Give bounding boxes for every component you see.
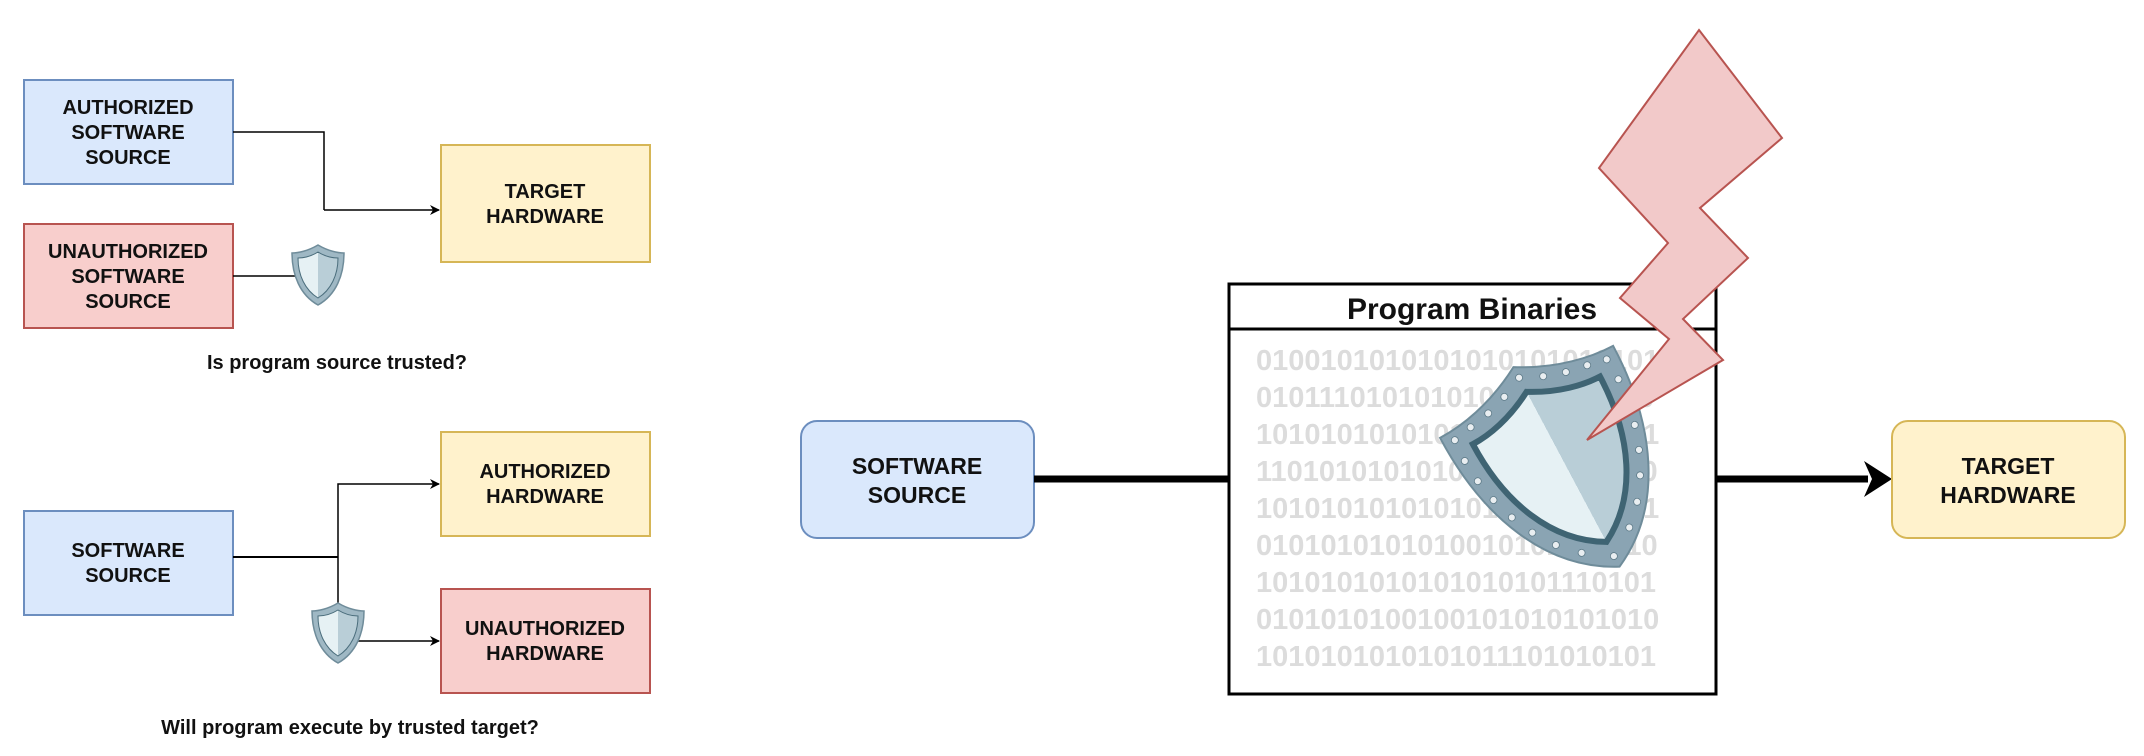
lightning-bolt-icon [1586,28,1784,441]
authorized-hardware-line-1: AUTHORIZED [479,461,610,483]
bottom-source-line-2: SOURCE [85,565,171,587]
authorized-software-source-box: AUTHORIZED SOFTWARE SOURCE [23,79,234,185]
unauthorized-hardware-line-1: UNAUTHORIZED [465,618,625,640]
authorized-source-line-2: SOFTWARE [71,122,184,144]
right-software-source-box: SOFTWARE SOURCE [800,420,1035,539]
right-target-hardware-box: TARGET HARDWARE [1891,420,2126,539]
binary-line: 0101010100100101010101010 [1256,604,1659,636]
unauthorized-source-line-2: SOFTWARE [71,266,184,288]
binary-line: 1010101010101011101010101 [1256,641,1656,673]
top-caption: Is program source trusted? [207,352,467,374]
unauthorized-source-line-1: UNAUTHORIZED [48,241,208,263]
binary-line: 1010101010101010101110101 [1256,567,1656,599]
bottom-software-source-box: SOFTWARE SOURCE [23,510,234,616]
shield-icon [311,602,365,664]
bottom-diagram: SOFTWARE SOURCE AUTHORIZED HARDWARE UNAU… [23,431,651,739]
shield-icon [1438,344,1650,568]
authorized-source-line-1: AUTHORIZED [62,97,193,119]
bottom-caption: Will program execute by trusted target? [161,717,539,739]
right-source-line-1: SOFTWARE [852,453,982,479]
program-binaries-title: Program Binaries [1347,293,1597,326]
right-target-line-1: TARGET [1962,453,2055,479]
unauthorized-hardware-box: UNAUTHORIZED HARDWARE [440,588,651,694]
authorized-hardware-box: AUTHORIZED HARDWARE [440,431,651,537]
bottom-source-line-1: SOFTWARE [71,540,184,562]
unauthorized-software-source-box: UNAUTHORIZED SOFTWARE SOURCE [23,223,234,329]
right-diagram: SOFTWARE SOURCE Program Binaries 0100101… [800,28,2126,696]
right-target-line-2: HARDWARE [1940,482,2075,508]
authorized-source-line-3: SOURCE [85,147,171,169]
right-source-line-2: SOURCE [868,482,966,508]
unauthorized-hardware-line-2: HARDWARE [486,643,604,665]
top-diagram: AUTHORIZED SOFTWARE SOURCE UNAUTHORIZED … [23,79,651,374]
arrow-icon [1864,461,1892,497]
top-target-line-2: HARDWARE [486,206,604,228]
top-connectors [233,131,440,277]
unauthorized-source-line-3: SOURCE [85,291,171,313]
authorized-hardware-line-2: HARDWARE [486,486,604,508]
top-target-hardware-box: TARGET HARDWARE [440,144,651,263]
shield-icon [291,244,345,306]
top-target-line-1: TARGET [505,181,586,203]
